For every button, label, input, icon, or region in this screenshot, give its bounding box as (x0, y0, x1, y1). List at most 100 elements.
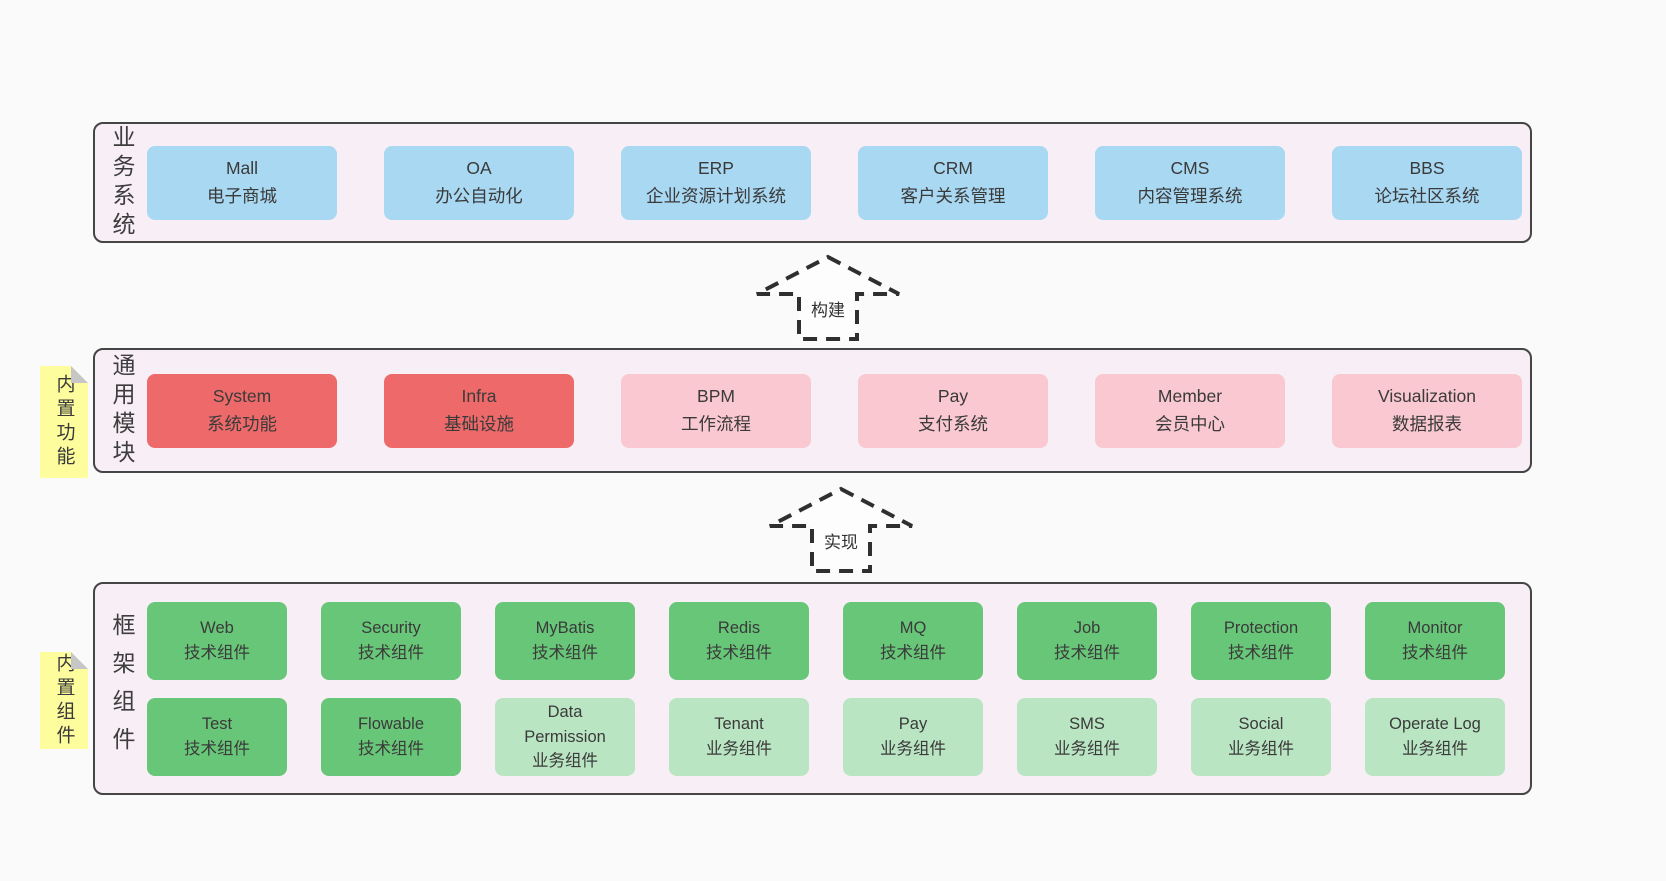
sticky-note-built-in-components: 内置组件 (40, 652, 88, 749)
module-box-name: ERP (698, 158, 734, 179)
framework-rows: Web 技术组件 Security 技术组件 MyBatis 技术组件 Redi… (147, 602, 1520, 776)
component-box-desc: 业务组件 (706, 740, 772, 758)
component-box-desc: 技术组件 (532, 644, 598, 662)
component-box-desc: 业务组件 (532, 752, 598, 771)
component-box: Data Permission 业务组件 (495, 698, 635, 776)
panel-framework-components: 框架组件 Web 技术组件 Security 技术组件 MyBatis 技术组件… (93, 582, 1532, 795)
sticky-note-built-in-functions: 内置功能 (40, 366, 88, 478)
component-box: Operate Log 业务组件 (1365, 698, 1505, 776)
module-box-desc: 系统功能 (207, 413, 277, 434)
panel-label-framework-components: 框架组件 (109, 612, 135, 765)
component-box-name: Web (200, 619, 234, 638)
module-box-name: System (212, 386, 272, 407)
module-box: Pay 支付系统 (858, 373, 1048, 448)
note-fold-corner (71, 652, 88, 669)
component-box-desc: 技术组件 (1228, 644, 1294, 662)
component-box-name: MyBatis (535, 619, 595, 638)
framework-row-1: Web 技术组件 Security 技术组件 MyBatis 技术组件 Redi… (147, 602, 1520, 680)
component-box: SMS 业务组件 (1017, 698, 1157, 776)
module-box: System 系统功能 (147, 373, 337, 448)
panel-label-common-modules: 通用模块 (109, 352, 135, 469)
module-box-name: CRM (933, 158, 973, 179)
component-box-desc: 技术组件 (880, 644, 946, 662)
component-box: Security 技术组件 (321, 602, 461, 680)
component-box-name: Security (361, 619, 421, 638)
module-box-desc: 内容管理系统 (1137, 185, 1243, 206)
component-box-desc: 技术组件 (358, 644, 424, 662)
module-box-name: OA (466, 158, 492, 179)
component-box-name: Tenant (714, 715, 764, 734)
component-box-desc: 技术组件 (706, 644, 772, 662)
component-box-name: Flowable (357, 715, 425, 734)
module-box: CRM 客户关系管理 (858, 145, 1048, 220)
panel-business-systems: 业务系统 Mall 电子商城 OA 办公自动化 ERP 企业资源计划系统 CRM… (93, 122, 1532, 243)
component-box: MQ 技术组件 (843, 602, 983, 680)
module-box: Member 会员中心 (1095, 373, 1285, 448)
module-box-name: BPM (697, 386, 735, 407)
build-arrow: 构建 (753, 254, 903, 342)
component-box-desc: 技术组件 (1402, 644, 1468, 662)
module-box-name: BBS (1409, 158, 1445, 179)
component-box-name: Operate Log (1389, 715, 1481, 734)
component-box-desc: 业务组件 (1228, 740, 1294, 758)
panel-label-business-systems: 业务系统 (109, 124, 135, 241)
module-box-desc: 工作流程 (681, 413, 751, 434)
component-box-name: Monitor (1407, 619, 1463, 638)
component-box-name: Data Permission (524, 702, 606, 746)
panel-common-modules: 通用模块 System 系统功能 Infra 基础设施 BPM 工作流程 Pay… (93, 348, 1532, 473)
module-box-desc: 客户关系管理 (900, 185, 1006, 206)
component-box-name: Job (1073, 619, 1101, 638)
module-box-desc: 数据报表 (1392, 413, 1462, 434)
module-box-desc: 企业资源计划系统 (646, 185, 786, 206)
module-box-name: Member (1157, 386, 1223, 407)
component-box-desc: 技术组件 (184, 740, 250, 758)
component-box-name: Protection (1223, 619, 1299, 638)
module-box-name: CMS (1170, 158, 1210, 179)
component-box-name: Redis (717, 619, 761, 638)
build-arrow-label: 构建 (809, 301, 847, 320)
module-box: CMS 内容管理系统 (1095, 145, 1285, 220)
component-box-name: MQ (899, 619, 927, 638)
module-box: BBS 论坛社区系统 (1332, 145, 1522, 220)
component-box-name: Test (201, 715, 233, 734)
module-box: Infra 基础设施 (384, 373, 574, 448)
module-box-desc: 办公自动化 (435, 185, 523, 206)
module-box: OA 办公自动化 (384, 145, 574, 220)
module-box-desc: 论坛社区系统 (1374, 185, 1480, 206)
module-box: ERP 企业资源计划系统 (621, 145, 811, 220)
component-box-name: SMS (1069, 715, 1105, 734)
module-box-desc: 基础设施 (444, 413, 514, 434)
module-box-desc: 电子商城 (207, 185, 277, 206)
component-box: Redis 技术组件 (669, 602, 809, 680)
module-box-desc: 支付系统 (918, 413, 988, 434)
component-box: Flowable 技术组件 (321, 698, 461, 776)
component-box-desc: 技术组件 (358, 740, 424, 758)
component-box: Test 技术组件 (147, 698, 287, 776)
component-box-desc: 业务组件 (1054, 740, 1120, 758)
component-box: Web 技术组件 (147, 602, 287, 680)
implement-arrow: 实现 (766, 486, 916, 574)
business-systems-boxes: Mall 电子商城 OA 办公自动化 ERP 企业资源计划系统 CRM 客户关系… (147, 124, 1522, 241)
component-box-desc: 业务组件 (1402, 740, 1468, 758)
component-box: Job 技术组件 (1017, 602, 1157, 680)
up-arrow-icon (769, 486, 913, 573)
component-box: Pay 业务组件 (843, 698, 983, 776)
component-box: Social 业务组件 (1191, 698, 1331, 776)
module-box: BPM 工作流程 (621, 373, 811, 448)
implement-arrow-label: 实现 (822, 533, 860, 552)
framework-row-2: Test 技术组件 Flowable 技术组件 Data Permission … (147, 698, 1520, 776)
component-box: Monitor 技术组件 (1365, 602, 1505, 680)
component-box: Tenant 业务组件 (669, 698, 809, 776)
component-box-name: Social (1238, 715, 1284, 734)
component-box-desc: 技术组件 (1054, 644, 1120, 662)
module-box-name: Visualization (1378, 386, 1476, 407)
module-box-name: Mall (225, 158, 259, 179)
note-fold-corner (71, 366, 88, 383)
component-box-name: Pay (898, 715, 928, 734)
module-box-name: Infra (461, 386, 497, 407)
component-box: Protection 技术组件 (1191, 602, 1331, 680)
module-box: Mall 电子商城 (147, 145, 337, 220)
common-modules-boxes: System 系统功能 Infra 基础设施 BPM 工作流程 Pay 支付系统… (147, 350, 1522, 471)
module-box-name: Pay (937, 386, 969, 407)
module-box-desc: 会员中心 (1155, 413, 1225, 434)
